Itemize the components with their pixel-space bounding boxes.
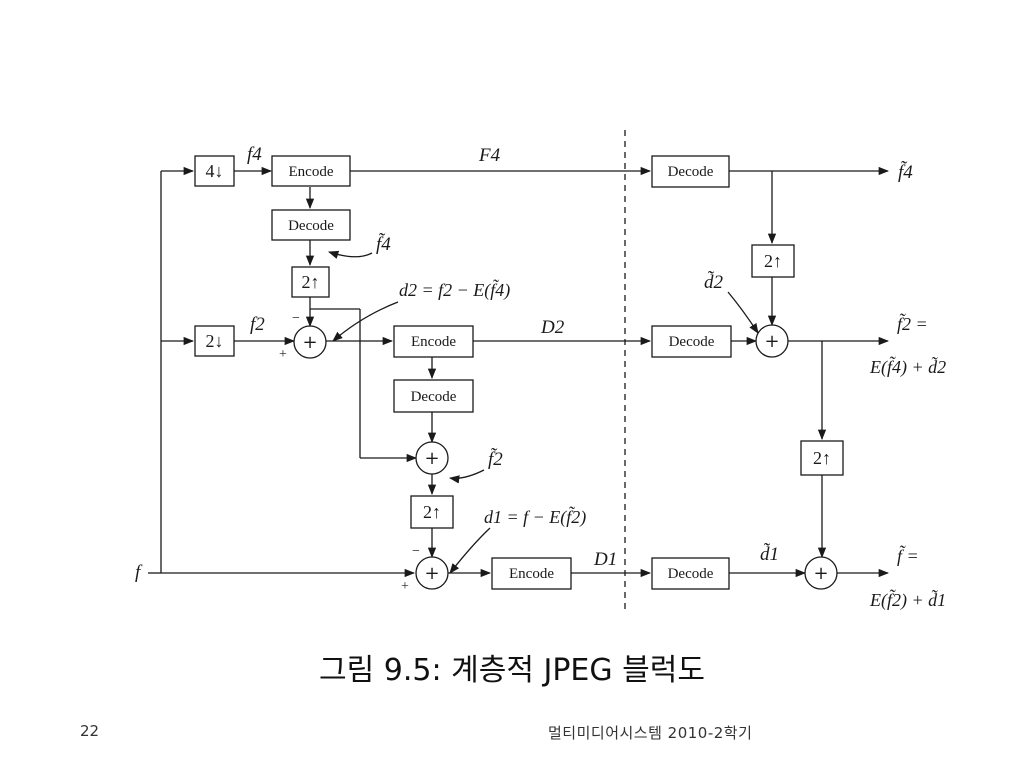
svg-text:Encode: Encode bbox=[411, 334, 456, 350]
label-f2: f2 bbox=[250, 314, 265, 335]
decode-block-left-top: Decode bbox=[271, 209, 351, 241]
downsample-2-block: 2↓ bbox=[194, 325, 235, 357]
svg-text:+: + bbox=[424, 563, 439, 584]
decode-block-right-bottom: Decode bbox=[651, 557, 730, 590]
plus-sign-top-adder: + bbox=[279, 347, 287, 362]
upsample-2-block-middle: 2↑ bbox=[410, 495, 454, 529]
svg-text:2↓: 2↓ bbox=[206, 331, 224, 351]
decode-block-right-middle: Decode bbox=[651, 325, 732, 358]
svg-text:Decode: Decode bbox=[411, 389, 457, 405]
svg-text:Decode: Decode bbox=[668, 164, 714, 180]
svg-text:Decode: Decode bbox=[288, 218, 334, 234]
minus-sign-top-adder: − bbox=[292, 311, 300, 326]
svg-text:+: + bbox=[424, 448, 439, 469]
downsample-4-block: 4↓ bbox=[194, 155, 235, 187]
label-f-input: f bbox=[135, 562, 143, 583]
footer-course-info: 멀티미디어시스템 2010-2학기 bbox=[548, 724, 753, 742]
adder-encoder-top: + bbox=[293, 325, 327, 359]
encode-block-top: Encode bbox=[271, 155, 351, 187]
svg-text:Encode: Encode bbox=[509, 566, 554, 582]
label-f-output-line1: f̃ = bbox=[897, 545, 919, 566]
encode-block-middle: Encode bbox=[393, 325, 474, 358]
label-d2-equation: d2 = f2 − E(f̃4) bbox=[399, 279, 510, 301]
svg-text:+: + bbox=[302, 332, 317, 353]
label-f2-output-line2: E(f̃4) + d̃2 bbox=[869, 356, 946, 378]
svg-text:+: + bbox=[813, 563, 828, 584]
svg-text:Decode: Decode bbox=[668, 566, 714, 582]
connections bbox=[148, 166, 890, 578]
svg-text:2↑: 2↑ bbox=[302, 272, 320, 292]
decode-block-right-top: Decode bbox=[651, 155, 730, 188]
figure-caption: 그림 9.5: 계층적 JPEG 블럭도 bbox=[319, 653, 705, 688]
svg-text:+: + bbox=[764, 331, 779, 352]
minus-sign-bottom-adder: − bbox=[412, 544, 420, 559]
svg-text:2↑: 2↑ bbox=[423, 502, 441, 522]
label-D1: D1 bbox=[593, 549, 617, 570]
label-F4: F4 bbox=[478, 145, 501, 166]
decode-block-middle-left: Decode bbox=[393, 379, 474, 413]
svg-text:Decode: Decode bbox=[669, 334, 715, 350]
svg-text:4↓: 4↓ bbox=[206, 161, 224, 181]
label-f4-tilde-out: f̃4 bbox=[898, 161, 913, 183]
label-f2-output-line1: f̃2 = bbox=[897, 313, 928, 334]
upsample-2-block-right-middle: 2↑ bbox=[800, 440, 844, 476]
adder-encoder-middle: + bbox=[415, 441, 449, 475]
page-number: 22 bbox=[80, 722, 100, 740]
plus-sign-bottom-adder: + bbox=[401, 579, 409, 594]
label-d2-tilde: d̃2 bbox=[704, 271, 724, 293]
label-f4: f4 bbox=[247, 144, 262, 165]
adder-decoder-bottom: + bbox=[804, 556, 838, 590]
hierarchical-jpeg-diagram: 4↓ Encode Decode 2↑ 2↓ Encode Decode 2↑ … bbox=[135, 130, 946, 612]
adder-encoder-bottom: + bbox=[415, 556, 449, 590]
label-D2: D2 bbox=[540, 317, 565, 338]
upsample-2-block-right-top: 2↑ bbox=[751, 244, 795, 278]
upsample-2-block-left: 2↑ bbox=[291, 266, 330, 298]
svg-text:2↑: 2↑ bbox=[764, 251, 782, 271]
label-f2-tilde-feedback: f̃2 bbox=[488, 448, 503, 470]
label-f4-tilde-feedback: f̃4 bbox=[376, 233, 391, 255]
label-d1-equation: d1 = f − E(f̃2) bbox=[484, 506, 586, 528]
encode-block-bottom: Encode bbox=[491, 557, 572, 590]
svg-text:2↑: 2↑ bbox=[813, 448, 831, 468]
label-d1-tilde: d̃1 bbox=[760, 543, 779, 565]
adder-decoder-middle: + bbox=[755, 324, 789, 358]
svg-text:Encode: Encode bbox=[289, 164, 334, 180]
label-f-output-line2: E(f̃2) + d̃1 bbox=[869, 589, 946, 611]
